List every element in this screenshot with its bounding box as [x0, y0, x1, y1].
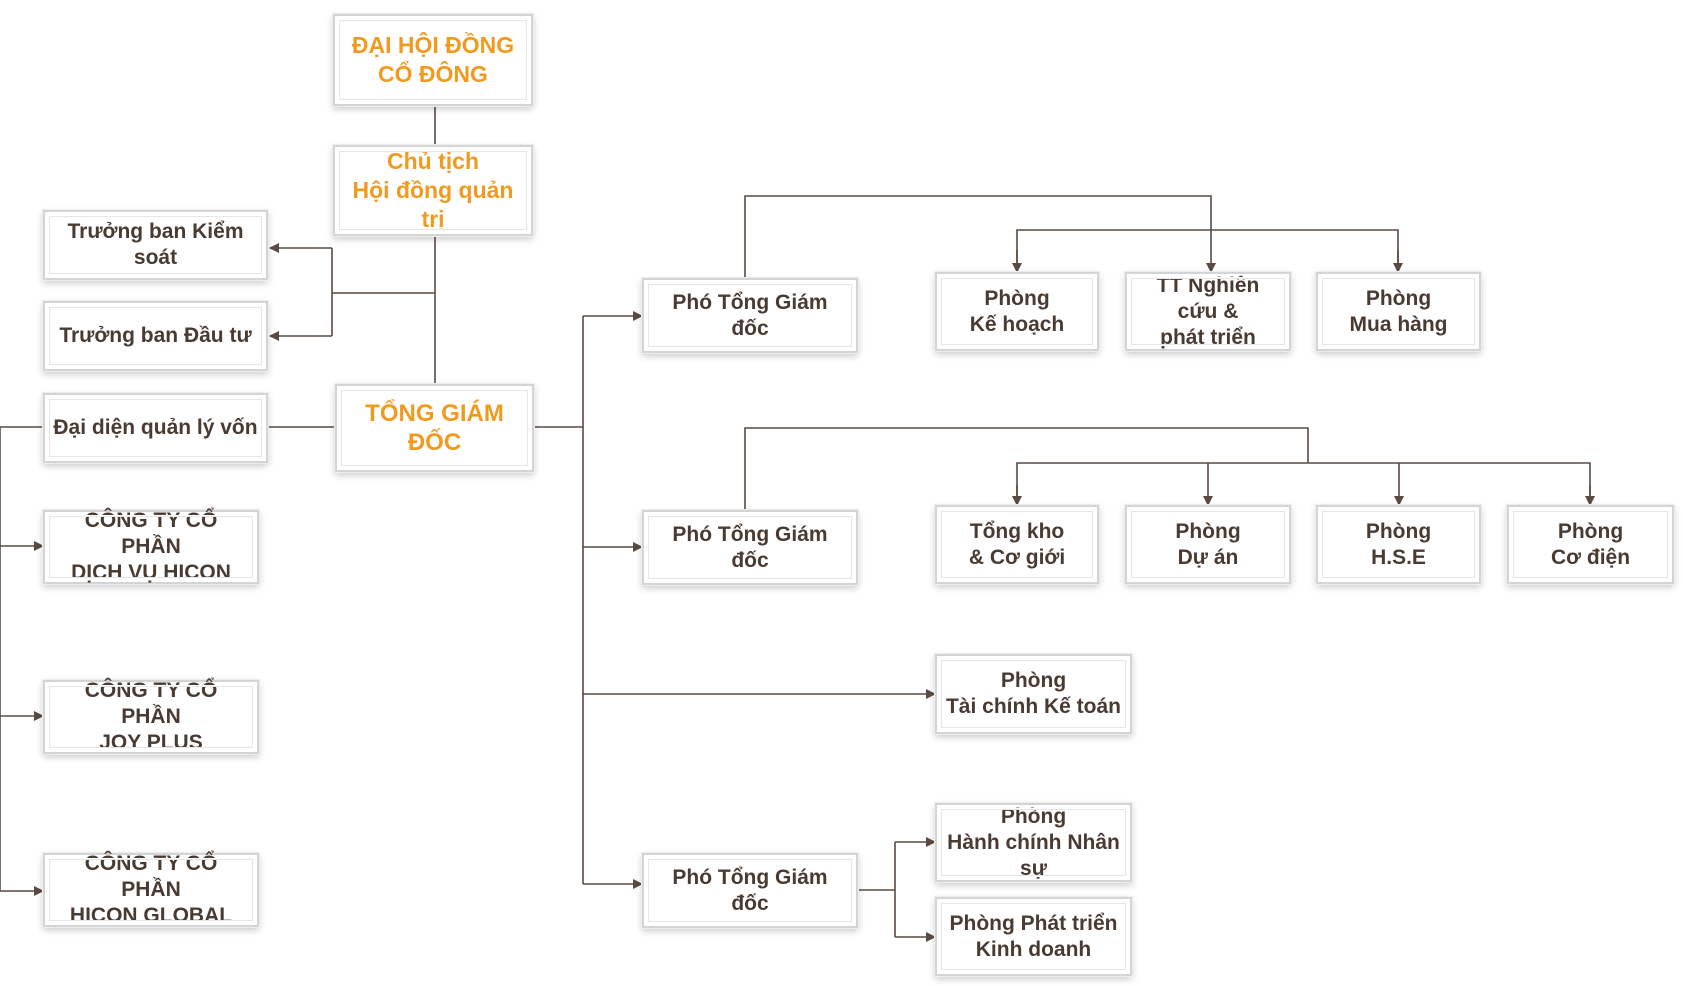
- dept-mua-hang-label: Phòng Mua hàng: [1349, 286, 1448, 336]
- dept-ke-hoach-box: Phòng Kế hoạch: [935, 272, 1099, 351]
- dept-du-an-box: Phòng Dự án: [1125, 505, 1291, 584]
- dept-hanh-chinh-box: Phòng Hành chính Nhân sự: [935, 803, 1132, 882]
- dept-phat-trien-label: Phòng Phát triển Kinh doanh: [949, 911, 1118, 961]
- line-vice2-group: [744, 427, 1309, 510]
- vice-ceo-2-label: Phó Tổng Giám đốc: [672, 522, 828, 572]
- shareholders-box: ĐẠI HỘI ĐỒNG CỔ ĐÔNG: [333, 14, 533, 106]
- dept-co-dien-box: Phòng Cơ điện: [1507, 505, 1674, 584]
- dept-rnd-box: TT Nghiên cứu & phát triển: [1125, 272, 1291, 351]
- dept-tai-chinh-label: Phòng Tài chính Kế toán: [945, 669, 1121, 718]
- dept-tong-kho-label: Tổng kho & Cơ giới: [968, 519, 1066, 569]
- chairman-box: Chủ tịch Hội đồng quản trị: [333, 145, 533, 236]
- subsidiary-joyplus-box: CÔNG TY CỔ PHẦN JOY PLUS: [43, 679, 259, 754]
- dept-du-an-label: Phòng Dự án: [1175, 519, 1241, 569]
- subsidiary-joyplus-label: CÔNG TY CỔ PHẦN JOY PLUS: [84, 679, 218, 754]
- control-head-label: Trưởng ban Kiểm soát: [67, 220, 244, 269]
- ceo-box: TỔNG GIÁM ĐỐC: [335, 384, 534, 472]
- dept-hse-label: Phòng H.S.E: [1365, 519, 1432, 569]
- vice-ceo-1-box: Phó Tổng Giám đốc: [642, 278, 858, 353]
- dept-phat-trien-box: Phòng Phát triển Kinh doanh: [935, 897, 1132, 976]
- line-group2-bracket: [1016, 462, 1591, 505]
- dept-ke-hoach-label: Phòng Kế hoạch: [969, 286, 1065, 336]
- subsidiary-hicon-label: CÔNG TY CỔ PHẦN DỊCH VỤ HICON: [71, 509, 231, 584]
- vice-ceo-2-box: Phó Tổng Giám đốc: [642, 510, 858, 585]
- vice-ceo-3-label: Phó Tổng Giám đốc: [672, 865, 828, 915]
- chairman-label: Chủ tịch Hội đồng quản trị: [352, 148, 514, 232]
- dept-hanh-chinh-label: Phòng Hành chính Nhân sự: [947, 804, 1120, 880]
- capital-rep-box: Đại diện quản lý vốn: [43, 393, 268, 463]
- vice-ceo-1-label: Phó Tổng Giám đốc: [672, 290, 828, 340]
- shareholders-label: ĐẠI HỘI ĐỒNG CỔ ĐÔNG: [351, 32, 515, 87]
- dept-mua-hang-box: Phòng Mua hàng: [1316, 272, 1481, 351]
- dept-tai-chinh-box: Phòng Tài chính Kế toán: [935, 654, 1132, 734]
- vice-ceo-3-box: Phó Tổng Giám đốc: [642, 853, 858, 928]
- dept-rnd-label: TT Nghiên cứu & phát triển: [1156, 273, 1260, 349]
- control-head-box: Trưởng ban Kiểm soát: [43, 210, 268, 280]
- subsidiary-global-box: CÔNG TY CỔ PHẦN HICON GLOBAL: [43, 852, 259, 927]
- dept-hse-box: Phòng H.S.E: [1316, 505, 1481, 584]
- subsidiary-global-label: CÔNG TY CỔ PHẦN HICON GLOBAL: [69, 852, 233, 927]
- dept-co-dien-label: Phòng Cơ điện: [1550, 519, 1631, 569]
- investment-head-box: Trưởng ban Đầu tư: [43, 301, 268, 371]
- line-vice1-group: [744, 195, 1216, 278]
- capital-rep-label: Đại diện quản lý vốn: [53, 416, 258, 439]
- subsidiary-hicon-box: CÔNG TY CỔ PHẦN DỊCH VỤ HICON: [43, 509, 259, 584]
- dept-tong-kho-box: Tổng kho & Cơ giới: [935, 505, 1099, 584]
- line-group1-bracket: [1016, 229, 1399, 272]
- investment-head-label: Trưởng ban Đầu tư: [59, 324, 252, 347]
- ceo-label: TỔNG GIÁM ĐỐC: [365, 400, 504, 456]
